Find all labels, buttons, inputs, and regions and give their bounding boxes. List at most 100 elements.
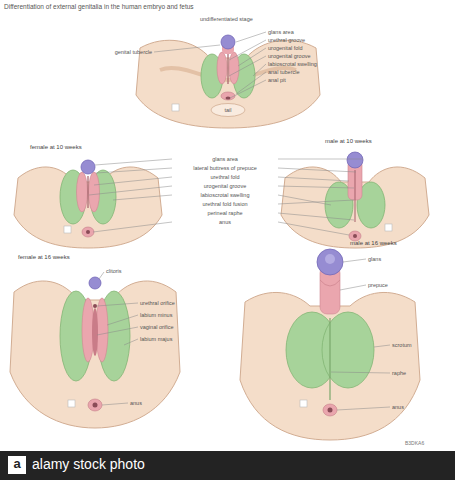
stage-title: undifferentiated stage	[200, 16, 253, 22]
male-10-weeks-figure-part	[353, 234, 357, 238]
male-10-weeks-figure-part	[281, 167, 429, 248]
part-label: urogenital fold	[268, 45, 303, 51]
male-16-weeks-figure-part	[320, 280, 340, 286]
part-label: urogenital groove	[175, 183, 275, 189]
part-label: urethral groove	[268, 37, 305, 43]
watermark-bar	[0, 451, 455, 480]
female-10-weeks-figure-part	[77, 172, 88, 212]
leader-lines-part	[97, 303, 138, 306]
part-label: clitoris	[106, 268, 122, 274]
female-16-weeks-figure-part	[88, 399, 102, 411]
leader-lines-part	[97, 327, 138, 335]
leader-lines-part	[102, 403, 128, 405]
leader-lines-part	[94, 177, 172, 185]
undifferentiated-figure-part	[229, 52, 239, 84]
part-label: labium majus	[140, 336, 172, 342]
leader-lines-part	[229, 56, 266, 76]
stage-title: female at 10 weeks	[30, 144, 82, 151]
male-16-weeks-figure	[240, 249, 420, 440]
part-label: glans area	[268, 29, 294, 35]
stage-title: female at 16 weeks	[18, 254, 70, 261]
leader-lines-part	[95, 159, 172, 165]
female-16-weeks-figure-part	[93, 304, 97, 308]
leader-lines-part	[253, 64, 266, 76]
female-10-weeks-figure-part	[86, 230, 90, 234]
leader-lines-part	[278, 159, 363, 160]
part-label: anal pit	[268, 77, 286, 83]
female-10-weeks-figure-part	[64, 226, 71, 233]
part-label: urethral orifice	[140, 300, 175, 306]
leader-lines-part	[107, 315, 138, 325]
male-10-weeks-figure-part	[355, 170, 356, 222]
part-label: anus	[130, 400, 142, 406]
part-label: glans	[368, 256, 381, 262]
leader-lines-part	[374, 345, 390, 347]
part-label: urethral fold fusion	[175, 201, 275, 207]
male-16-weeks-figure-part	[317, 249, 343, 275]
female-10-weeks-figure-part	[14, 167, 162, 248]
male-16-weeks-figure-part	[300, 400, 307, 407]
leader-lines-part	[230, 80, 266, 98]
undifferentiated-figure	[136, 35, 320, 128]
leader-lines-part	[89, 186, 172, 195]
watermark-bar-part	[0, 451, 455, 480]
female-10-weeks-figure	[14, 160, 162, 248]
female-10-weeks-figure-part	[81, 160, 95, 174]
undifferentiated-figure-part	[172, 104, 179, 111]
female-16-weeks-figure-part	[68, 400, 75, 407]
diagram-title: Differentiation of external genitalia in…	[4, 3, 194, 10]
leader-lines-part	[96, 168, 172, 173]
leader-lines-part	[343, 259, 366, 262]
female-10-weeks-figure-part	[87, 176, 88, 208]
part-label: urethral fold	[175, 174, 275, 180]
part-label: labioscrotal swelling	[268, 61, 317, 67]
undifferentiated-figure-part	[226, 97, 231, 100]
undifferentiated-figure-part	[227, 54, 228, 84]
part-label: labium minus	[140, 312, 172, 318]
female-10-weeks-figure-part	[82, 227, 94, 237]
stage-title: male at 10 weeks	[325, 138, 372, 145]
part-label: anus	[175, 219, 275, 225]
part-label: lateral buttress of prepuce	[175, 165, 275, 171]
part-label: tail	[211, 107, 245, 113]
part-label: urogenital groove	[268, 53, 311, 59]
stage-title: male at 16 weeks	[350, 240, 397, 247]
leader-lines-part	[154, 45, 220, 52]
undifferentiated-figure-part	[211, 104, 245, 117]
leader-lines-part	[236, 72, 266, 94]
leader-lines-part	[278, 222, 349, 235]
male-10-weeks-figure-part	[349, 231, 361, 241]
leader-lines-part	[229, 40, 266, 60]
part-label: genital tubercle	[115, 49, 152, 55]
male-10-weeks-figure-part	[347, 152, 363, 168]
leader-lines-part	[337, 407, 390, 410]
undifferentiated-figure-part	[221, 35, 235, 49]
female-16-weeks-figure-part	[92, 308, 98, 356]
leader-lines-part	[236, 32, 266, 42]
male-16-weeks-figure-part	[325, 254, 335, 264]
female-16-weeks-figure-part	[93, 403, 98, 408]
part-label: anus	[392, 404, 404, 410]
leader-lines	[89, 32, 390, 410]
leader-lines-part	[278, 186, 354, 188]
undifferentiated-figure-part	[136, 40, 320, 128]
part-label: anal tubercle	[268, 69, 300, 75]
part-label: prepuce	[368, 282, 388, 288]
part-label: scrotum	[392, 342, 412, 348]
male-16-weeks-figure-part	[323, 404, 337, 416]
male-16-weeks-figure-part	[240, 292, 420, 440]
leader-lines-part	[331, 372, 390, 373]
leader-lines-part	[124, 339, 138, 345]
part-label: labioscrotal swelling	[175, 192, 275, 198]
watermark: alamy stock photo	[32, 457, 145, 472]
part-label: vaginal orifice	[140, 324, 174, 330]
leader-lines-part	[93, 222, 172, 232]
part-label: perineal raphe	[175, 210, 275, 216]
leader-lines-part	[340, 285, 366, 290]
male-16-weeks-figure-part	[329, 318, 330, 400]
female-16-weeks-figure-part	[10, 281, 180, 428]
image-code: B3DKA6	[405, 441, 424, 447]
leader-lines-part	[278, 177, 349, 181]
